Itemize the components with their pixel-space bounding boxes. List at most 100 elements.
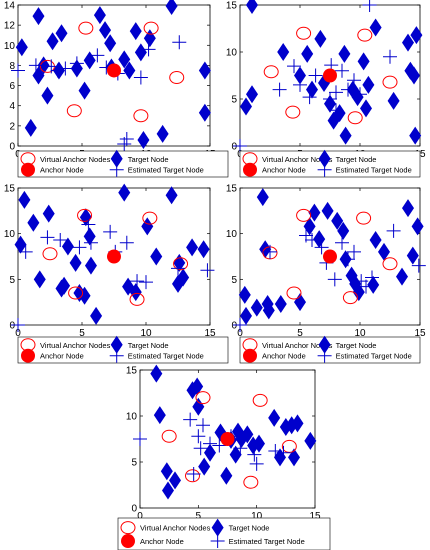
- target-node-point: [41, 86, 54, 105]
- estimated-target-point: [171, 261, 185, 276]
- target-node-point: [46, 32, 59, 51]
- target-node-point: [357, 52, 370, 71]
- target-node-point: [58, 276, 71, 295]
- estimated-target-point: [11, 63, 25, 78]
- target-node-point: [162, 481, 174, 500]
- x-tick-label: 0: [15, 328, 21, 339]
- target-node-point: [160, 462, 173, 481]
- target-node-point: [262, 301, 275, 320]
- legend-target-marker: [211, 518, 224, 537]
- estimated-target-point: [186, 466, 201, 481]
- y-tick-label: 0: [9, 321, 15, 332]
- legend-anchor-label: Anchor Node: [140, 537, 184, 546]
- target-node-point: [15, 38, 28, 57]
- target-node-point: [337, 221, 350, 240]
- estimated-target-point: [133, 432, 147, 446]
- y-tick-label: 10: [4, 41, 16, 52]
- legend-virtual-label: Virtual Anchor Nodes: [262, 341, 333, 350]
- estimated-target-point: [193, 441, 208, 456]
- estimated-target-point: [341, 82, 355, 97]
- target-node-point: [351, 88, 364, 107]
- target-node-point: [61, 237, 74, 256]
- legend-anchor-label: Anchor Node: [40, 166, 84, 175]
- target-node-point: [360, 99, 372, 118]
- estimated-target-point: [362, 0, 377, 12]
- legend-target-marker: [318, 335, 331, 354]
- target-node-point: [55, 24, 68, 43]
- target-node-point: [406, 246, 419, 265]
- target-node-point: [69, 253, 82, 272]
- target-node-point: [409, 126, 422, 145]
- estimated-target-point: [40, 230, 55, 245]
- x-tick-label: 10: [140, 328, 152, 339]
- estimated-target-point: [347, 244, 361, 259]
- estimated-target-point: [263, 244, 277, 259]
- target-node-point: [83, 51, 96, 70]
- y-tick-label: 5: [131, 458, 137, 469]
- target-node-point: [238, 285, 251, 304]
- target-node-point: [246, 85, 258, 104]
- target-node-point: [220, 466, 233, 485]
- target-node-point: [313, 230, 326, 249]
- plot-frame: [239, 187, 421, 326]
- estimated-target-point: [172, 35, 187, 50]
- target-node-point: [288, 448, 300, 467]
- x-tick-label: 5: [79, 328, 85, 339]
- target-node-point: [129, 22, 142, 41]
- estimated-target-point: [81, 217, 96, 232]
- target-node-point: [90, 306, 103, 325]
- target-node-point: [367, 275, 380, 294]
- legend-target-label: Target Node: [336, 155, 377, 164]
- estimated-target-point: [83, 235, 98, 250]
- y-tick-label: 14: [4, 1, 16, 12]
- target-node-point: [241, 425, 254, 444]
- target-node-point: [99, 21, 112, 40]
- virtual-anchor-point: [169, 71, 185, 85]
- estimated-target-point: [287, 59, 301, 74]
- target-node-point: [303, 217, 316, 236]
- estimated-target-point: [308, 68, 323, 83]
- estimated-target-point: [69, 56, 84, 71]
- estimated-target-point: [28, 58, 43, 73]
- target-node-point: [198, 457, 211, 476]
- virtual-anchor-point: [66, 104, 82, 118]
- estimated-target-point: [200, 263, 215, 278]
- legend-virtual-label: Virtual Anchor Nodes: [40, 341, 111, 350]
- estimated-target-point: [347, 73, 361, 88]
- target-node-point: [402, 199, 414, 218]
- y-tick-label: 5: [231, 275, 237, 286]
- target-node-point: [410, 26, 423, 45]
- legend-target-marker: [318, 149, 331, 168]
- virtual-anchor-point: [185, 469, 200, 483]
- legend-target-label: Target Node: [336, 341, 377, 350]
- legend-virtual-label: Virtual Anchor Nodes: [262, 155, 333, 164]
- target-node-point: [32, 7, 45, 26]
- estimated-target-point: [341, 252, 355, 267]
- target-node-point: [18, 190, 31, 209]
- estimated-target-point: [119, 131, 134, 146]
- estimated-target-point: [139, 275, 153, 290]
- target-node-point: [37, 56, 50, 75]
- estimated-target-point: [272, 82, 287, 97]
- y-tick-label: 2: [9, 121, 15, 132]
- target-node-point: [84, 256, 97, 275]
- target-node-point: [240, 97, 252, 116]
- target-node-point: [240, 306, 252, 325]
- estimated-target-point: [329, 85, 343, 100]
- legend-anchor-marker: [243, 162, 257, 177]
- estimated-target-point: [335, 63, 349, 78]
- virtual-anchor-point: [133, 109, 149, 123]
- estimated-target-point: [119, 235, 134, 250]
- legend-anchor-marker: [21, 162, 35, 177]
- estimated-target-point: [293, 77, 307, 92]
- target-node-point: [338, 44, 351, 63]
- virtual-anchor-point: [142, 211, 158, 225]
- estimated-target-point: [130, 274, 145, 289]
- target-node-point: [83, 227, 96, 246]
- y-tick-label: 8: [9, 61, 15, 72]
- target-node-point: [339, 126, 352, 145]
